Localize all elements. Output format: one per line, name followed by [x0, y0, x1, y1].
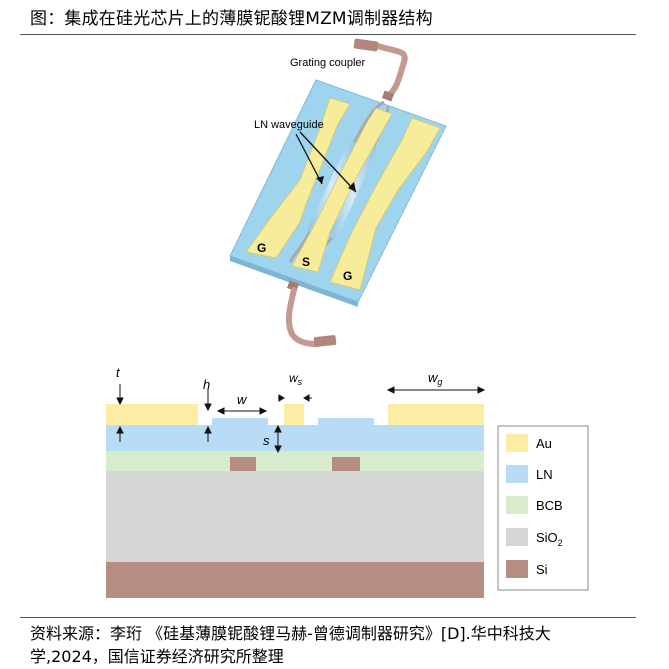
electrode-label-s: S [302, 255, 310, 269]
top-grating [381, 90, 395, 102]
waveguide-arrow-1-head [316, 176, 324, 184]
si-waveguide-left [230, 457, 256, 471]
chip-illustration: Grating coupler LN waveguide G S G [229, 38, 447, 347]
au-signal [284, 404, 304, 425]
dim-ws: ws [289, 371, 303, 387]
dimension-marks [116, 384, 486, 454]
bottom-divider [20, 617, 636, 618]
legend-swatch-bcb [506, 496, 528, 514]
dim-h: h [203, 377, 210, 392]
cross-section: t h w ws wg s [106, 365, 486, 598]
si-waveguide-right [332, 457, 360, 471]
electrode-label-g-right: G [343, 269, 352, 283]
top-divider [20, 34, 636, 35]
electrode-ground-right [329, 117, 441, 291]
legend-label-sio2: SiO2 [536, 530, 563, 548]
ln-waveguide-label: LN waveguide [254, 119, 324, 131]
waveguide-arrow-2-head [348, 182, 356, 192]
layer-ln [106, 418, 484, 451]
source-note: 资料来源：李珩 《硅基薄膜铌酸锂马赫-曾德调制器研究》[D].华中科技大 学,2… [30, 622, 650, 668]
legend-swatch-si [506, 560, 528, 578]
legend-swatch-sio2 [506, 528, 528, 546]
layer-bcb [106, 451, 484, 471]
waveguide-arrow-2 [299, 131, 357, 193]
electrode-label-g-left: G [257, 241, 266, 255]
source-line-1: 资料来源：李珩 《硅基薄膜铌酸锂马赫-曾德调制器研究》[D].华中科技大 [30, 624, 551, 643]
au-ground-left [106, 404, 198, 425]
dim-s: s [263, 433, 270, 448]
au-ground-right [388, 404, 484, 425]
legend: Au LN BCB SiO2 Si [497, 425, 589, 591]
top-fiber [375, 43, 408, 99]
legend-label-si: Si [536, 562, 548, 577]
electrode-signal [291, 107, 393, 273]
dim-t: t [116, 365, 121, 380]
figure-title: 图：集成在硅光芯片上的薄膜铌酸锂MZM调制器结构 [30, 9, 433, 29]
waveguide-arrow-1 [295, 133, 323, 185]
legend-label-au: Au [536, 436, 552, 451]
legend-swatch-ln [506, 465, 528, 483]
dim-wg: wg [428, 370, 442, 387]
top-fiber-connector [353, 38, 379, 52]
legend-label-ln: LN [536, 467, 553, 482]
grating-coupler-label: Grating coupler [290, 57, 366, 69]
chip-substrate-edge [230, 256, 358, 307]
ln-waveguide-arm-2 [329, 145, 377, 239]
electrode-ground-left [245, 97, 351, 259]
legend-swatch-au [506, 434, 528, 452]
ln-waveguide-arm-1 [307, 141, 357, 233]
layer-si [106, 562, 484, 598]
bottom-fiber [285, 287, 327, 347]
bottom-fiber-connector [313, 335, 337, 347]
source-line-2: 学,2024，国信证券经济研究所整理 [30, 647, 284, 666]
legend-label-bcb: BCB [536, 498, 563, 513]
dim-w: w [237, 392, 248, 407]
layer-sio2 [106, 471, 484, 562]
